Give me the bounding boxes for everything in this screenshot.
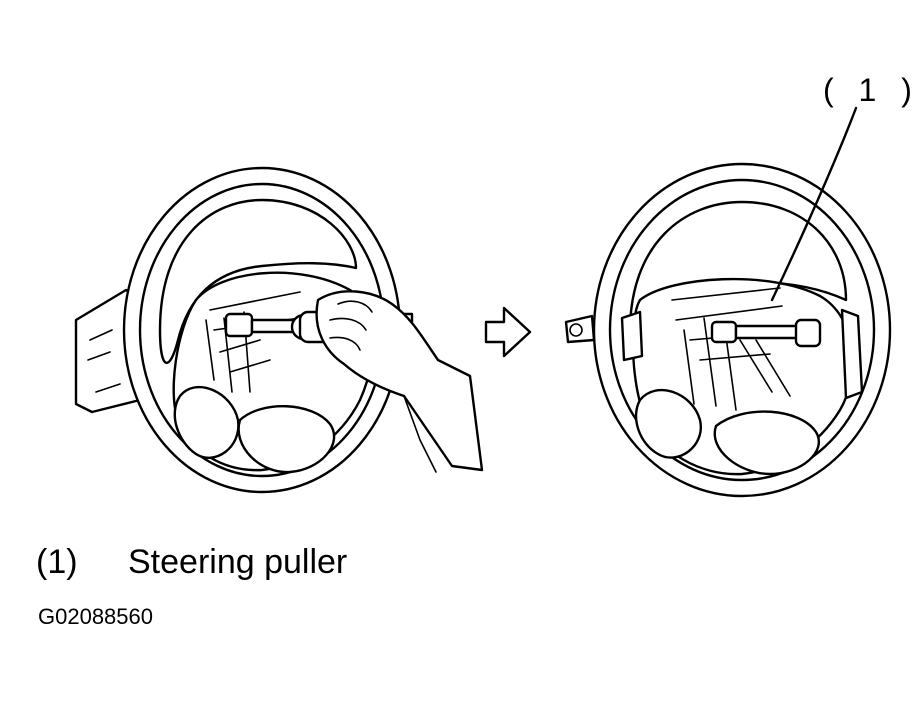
left-steering-wheel	[74, 166, 484, 494]
figure-id: G02088560	[38, 604, 153, 629]
right-steering-wheel	[564, 106, 892, 498]
legend-text: Steering puller	[128, 543, 348, 581]
legend-ref: (1)	[36, 543, 78, 581]
legend-item: (1) Steering puller	[36, 543, 347, 582]
right-arrow-icon	[484, 306, 532, 358]
callout-label: ( 1 )	[823, 72, 920, 108]
